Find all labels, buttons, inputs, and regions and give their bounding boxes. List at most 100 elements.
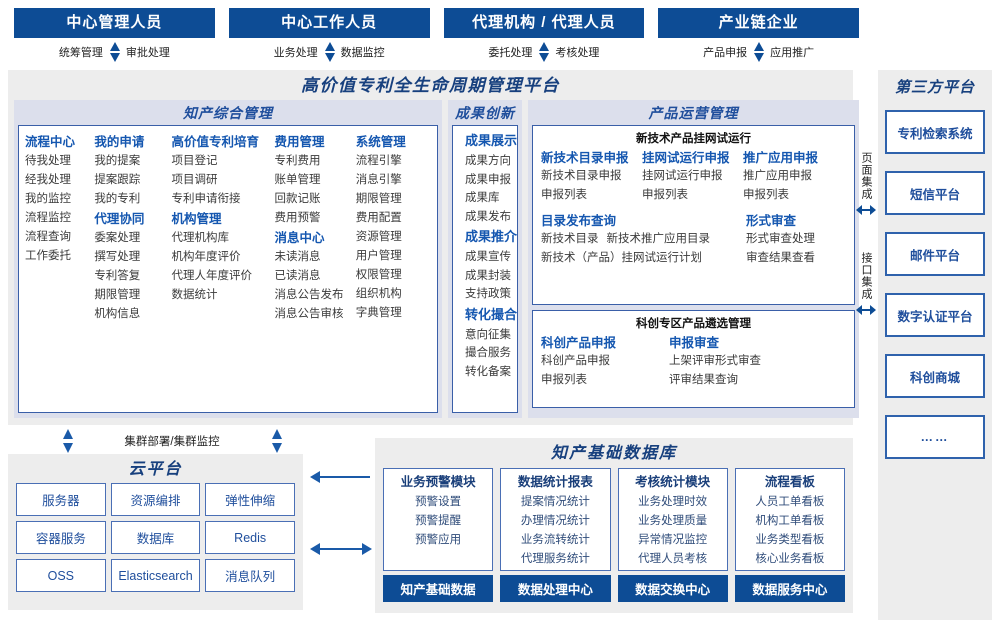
db-item[interactable]: 核心业务看板 bbox=[755, 553, 825, 565]
menu-item[interactable]: 机构年度评价 bbox=[171, 251, 241, 263]
menu-item[interactable]: 上架评审形式审查 bbox=[669, 355, 762, 367]
menu-item[interactable]: 撮合服务 bbox=[465, 347, 511, 359]
menu-item[interactable]: 成果宣传 bbox=[465, 251, 511, 263]
menu-item[interactable]: 专利答复 bbox=[94, 270, 141, 282]
db-item[interactable]: 异常情况监控 bbox=[638, 534, 708, 546]
menu-item[interactable]: 回款记账 bbox=[274, 193, 321, 205]
menu-item[interactable]: 撰写处理 bbox=[94, 251, 141, 263]
menu-item[interactable]: 科创产品申报 bbox=[541, 355, 611, 367]
menu-item[interactable]: 成果申报 bbox=[465, 173, 511, 186]
menu-item[interactable]: 审查结果查看 bbox=[746, 252, 816, 264]
db-item[interactable]: 业务类型看板 bbox=[755, 534, 825, 546]
menu-item[interactable]: 期限管理 bbox=[355, 193, 402, 205]
menu-item[interactable]: 消息引擎 bbox=[355, 174, 402, 186]
group-label[interactable]: 机构管理 bbox=[171, 212, 222, 226]
menu-item[interactable]: 资源管理 bbox=[355, 231, 402, 243]
menu-item[interactable]: 我的监控 bbox=[25, 193, 71, 205]
group-label[interactable]: 挂网试运行申报 bbox=[642, 151, 730, 165]
menu-item[interactable]: 权限管理 bbox=[355, 269, 402, 281]
group-label[interactable]: 转化撮合 bbox=[465, 306, 518, 322]
third-party-item-patent-search[interactable]: 专利检索系统 bbox=[885, 110, 985, 154]
menu-item[interactable]: 成果发布 bbox=[465, 210, 511, 223]
menu-item[interactable]: 申报列表 bbox=[541, 189, 588, 201]
menu-item[interactable]: 新技术（产品）挂网试运行计划 bbox=[541, 252, 703, 264]
group-label[interactable]: 高价值专利培育 bbox=[171, 135, 260, 149]
menu-item[interactable]: 专利申请衔接 bbox=[171, 193, 241, 205]
menu-item[interactable]: 流程引擎 bbox=[355, 155, 402, 167]
menu-item[interactable]: 评审结果查询 bbox=[669, 374, 739, 386]
menu-item[interactable]: 成果封装 bbox=[465, 269, 511, 282]
db-footer-exchange-center[interactable]: 数据交换中心 bbox=[617, 575, 728, 602]
db-footer-processing-center[interactable]: 数据处理中心 bbox=[500, 575, 611, 602]
menu-item[interactable]: 成果方向 bbox=[465, 155, 511, 167]
role-title-1[interactable]: 中心工作人员 bbox=[228, 8, 430, 38]
db-item[interactable]: 人员工单看板 bbox=[755, 496, 825, 508]
group-label[interactable]: 流程中心 bbox=[25, 135, 76, 149]
role-title-0[interactable]: 中心管理人员 bbox=[14, 8, 215, 38]
group-label[interactable]: 目录发布查询 bbox=[541, 214, 617, 228]
db-footer-service-center[interactable]: 数据服务中心 bbox=[734, 575, 845, 602]
menu-item[interactable]: 新技术推广应用目录 bbox=[606, 233, 711, 245]
group-label[interactable]: 消息中心 bbox=[274, 231, 325, 245]
menu-item[interactable]: 新技术目录申报 bbox=[541, 170, 622, 182]
menu-item[interactable]: 转化备案 bbox=[465, 365, 511, 378]
cloud-cell-elasticsearch[interactable]: Elasticsearch bbox=[110, 559, 201, 592]
cloud-cell-message-queue[interactable]: 消息队列 bbox=[205, 559, 295, 592]
menu-item[interactable]: 费用预警 bbox=[274, 212, 321, 224]
group-label[interactable]: 系统管理 bbox=[355, 135, 406, 149]
menu-item[interactable]: 组织机构 bbox=[355, 288, 402, 300]
db-item[interactable]: 预警提醒 bbox=[415, 515, 462, 527]
menu-item[interactable]: 申报列表 bbox=[743, 189, 790, 201]
menu-item[interactable]: 申报列表 bbox=[541, 374, 588, 386]
cloud-cell-orchestration[interactable]: 资源编排 bbox=[110, 483, 201, 516]
group-label[interactable]: 成果推介 bbox=[465, 229, 518, 244]
menu-item[interactable]: 我的提案 bbox=[94, 155, 141, 167]
menu-item[interactable]: 字典管理 bbox=[355, 307, 402, 319]
menu-item[interactable]: 形式审查处理 bbox=[746, 233, 816, 245]
cloud-cell-server[interactable]: 服务器 bbox=[16, 483, 106, 516]
menu-item[interactable]: 专利费用 bbox=[274, 155, 321, 167]
group-label[interactable]: 我的申请 bbox=[94, 135, 145, 149]
menu-item[interactable]: 申报列表 bbox=[642, 189, 689, 201]
menu-item[interactable]: 代理机构库 bbox=[171, 232, 230, 244]
menu-item[interactable]: 新技术目录 bbox=[541, 233, 599, 245]
menu-item[interactable]: 消息公告发布 bbox=[274, 289, 344, 301]
db-item[interactable]: 预警应用 bbox=[415, 534, 462, 546]
group-label[interactable]: 成果展示 bbox=[465, 133, 518, 148]
menu-item[interactable]: 数据统计 bbox=[171, 289, 218, 301]
group-label[interactable]: 新技术目录申报 bbox=[541, 151, 629, 165]
db-footer-base-data[interactable]: 知产基础数据 bbox=[383, 575, 494, 602]
third-party-item-digital-cert[interactable]: 数字认证平台 bbox=[885, 293, 985, 337]
menu-item[interactable]: 账单管理 bbox=[274, 174, 321, 186]
menu-item[interactable]: 项目调研 bbox=[171, 174, 218, 186]
menu-item[interactable]: 待我处理 bbox=[25, 155, 71, 167]
db-item[interactable]: 业务处理时效 bbox=[638, 496, 708, 508]
group-label[interactable]: 推广应用申报 bbox=[743, 151, 819, 165]
menu-item[interactable]: 未读消息 bbox=[274, 251, 321, 263]
menu-item[interactable]: 我的专利 bbox=[94, 193, 141, 205]
cloud-cell-container[interactable]: 容器服务 bbox=[16, 521, 106, 554]
menu-item[interactable]: 已读消息 bbox=[274, 270, 321, 282]
db-item[interactable]: 代理服务统计 bbox=[520, 553, 590, 565]
group-label[interactable]: 科创产品申报 bbox=[541, 336, 617, 350]
role-title-3[interactable]: 产业链企业 bbox=[658, 8, 859, 38]
third-party-item-email[interactable]: 邮件平台 bbox=[885, 232, 985, 276]
menu-item[interactable]: 成果库 bbox=[465, 192, 500, 204]
role-title-2[interactable]: 代理机构 / 代理人员 bbox=[443, 8, 645, 38]
menu-item[interactable]: 委案处理 bbox=[94, 232, 141, 244]
menu-item[interactable]: 期限管理 bbox=[94, 289, 141, 301]
menu-item[interactable]: 推广应用申报 bbox=[743, 170, 813, 182]
cloud-cell-database[interactable]: 数据库 bbox=[110, 521, 201, 554]
menu-item[interactable]: 流程监控 bbox=[25, 212, 71, 224]
db-item[interactable]: 办理情况统计 bbox=[520, 515, 590, 527]
group-label[interactable]: 代理协同 bbox=[94, 212, 145, 226]
db-item[interactable]: 机构工单看板 bbox=[755, 515, 825, 527]
menu-item[interactable]: 用户管理 bbox=[355, 250, 402, 262]
third-party-item-innovation-mall[interactable]: 科创商城 bbox=[885, 354, 985, 398]
cloud-cell-oss[interactable]: OSS bbox=[16, 559, 106, 592]
db-item[interactable]: 业务流转统计 bbox=[520, 534, 590, 546]
third-party-item-more[interactable]: …… bbox=[885, 415, 985, 459]
menu-item[interactable]: 挂网试运行申报 bbox=[642, 170, 723, 182]
cloud-cell-autoscaling[interactable]: 弹性伸缩 bbox=[205, 483, 295, 516]
group-label[interactable]: 申报审查 bbox=[669, 336, 720, 350]
